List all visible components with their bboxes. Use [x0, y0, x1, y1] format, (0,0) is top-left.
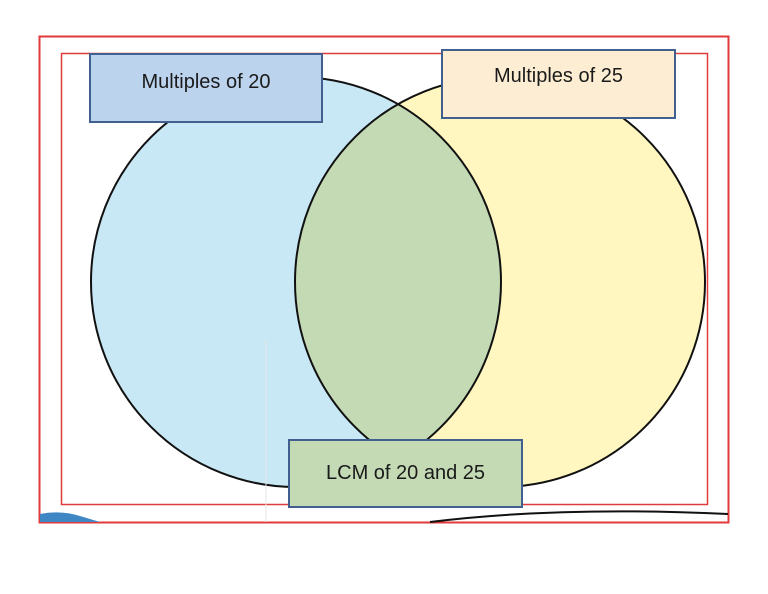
bottom-left-fragment — [40, 512, 100, 522]
multiples-of-20-label: Multiples of 20 — [89, 53, 323, 123]
outer-frame — [38, 35, 730, 524]
multiples-of-25-label: Multiples of 25 — [441, 49, 676, 119]
bottom-right-arc — [429, 510, 729, 523]
lcm-label: LCM of 20 and 25 — [288, 439, 523, 508]
